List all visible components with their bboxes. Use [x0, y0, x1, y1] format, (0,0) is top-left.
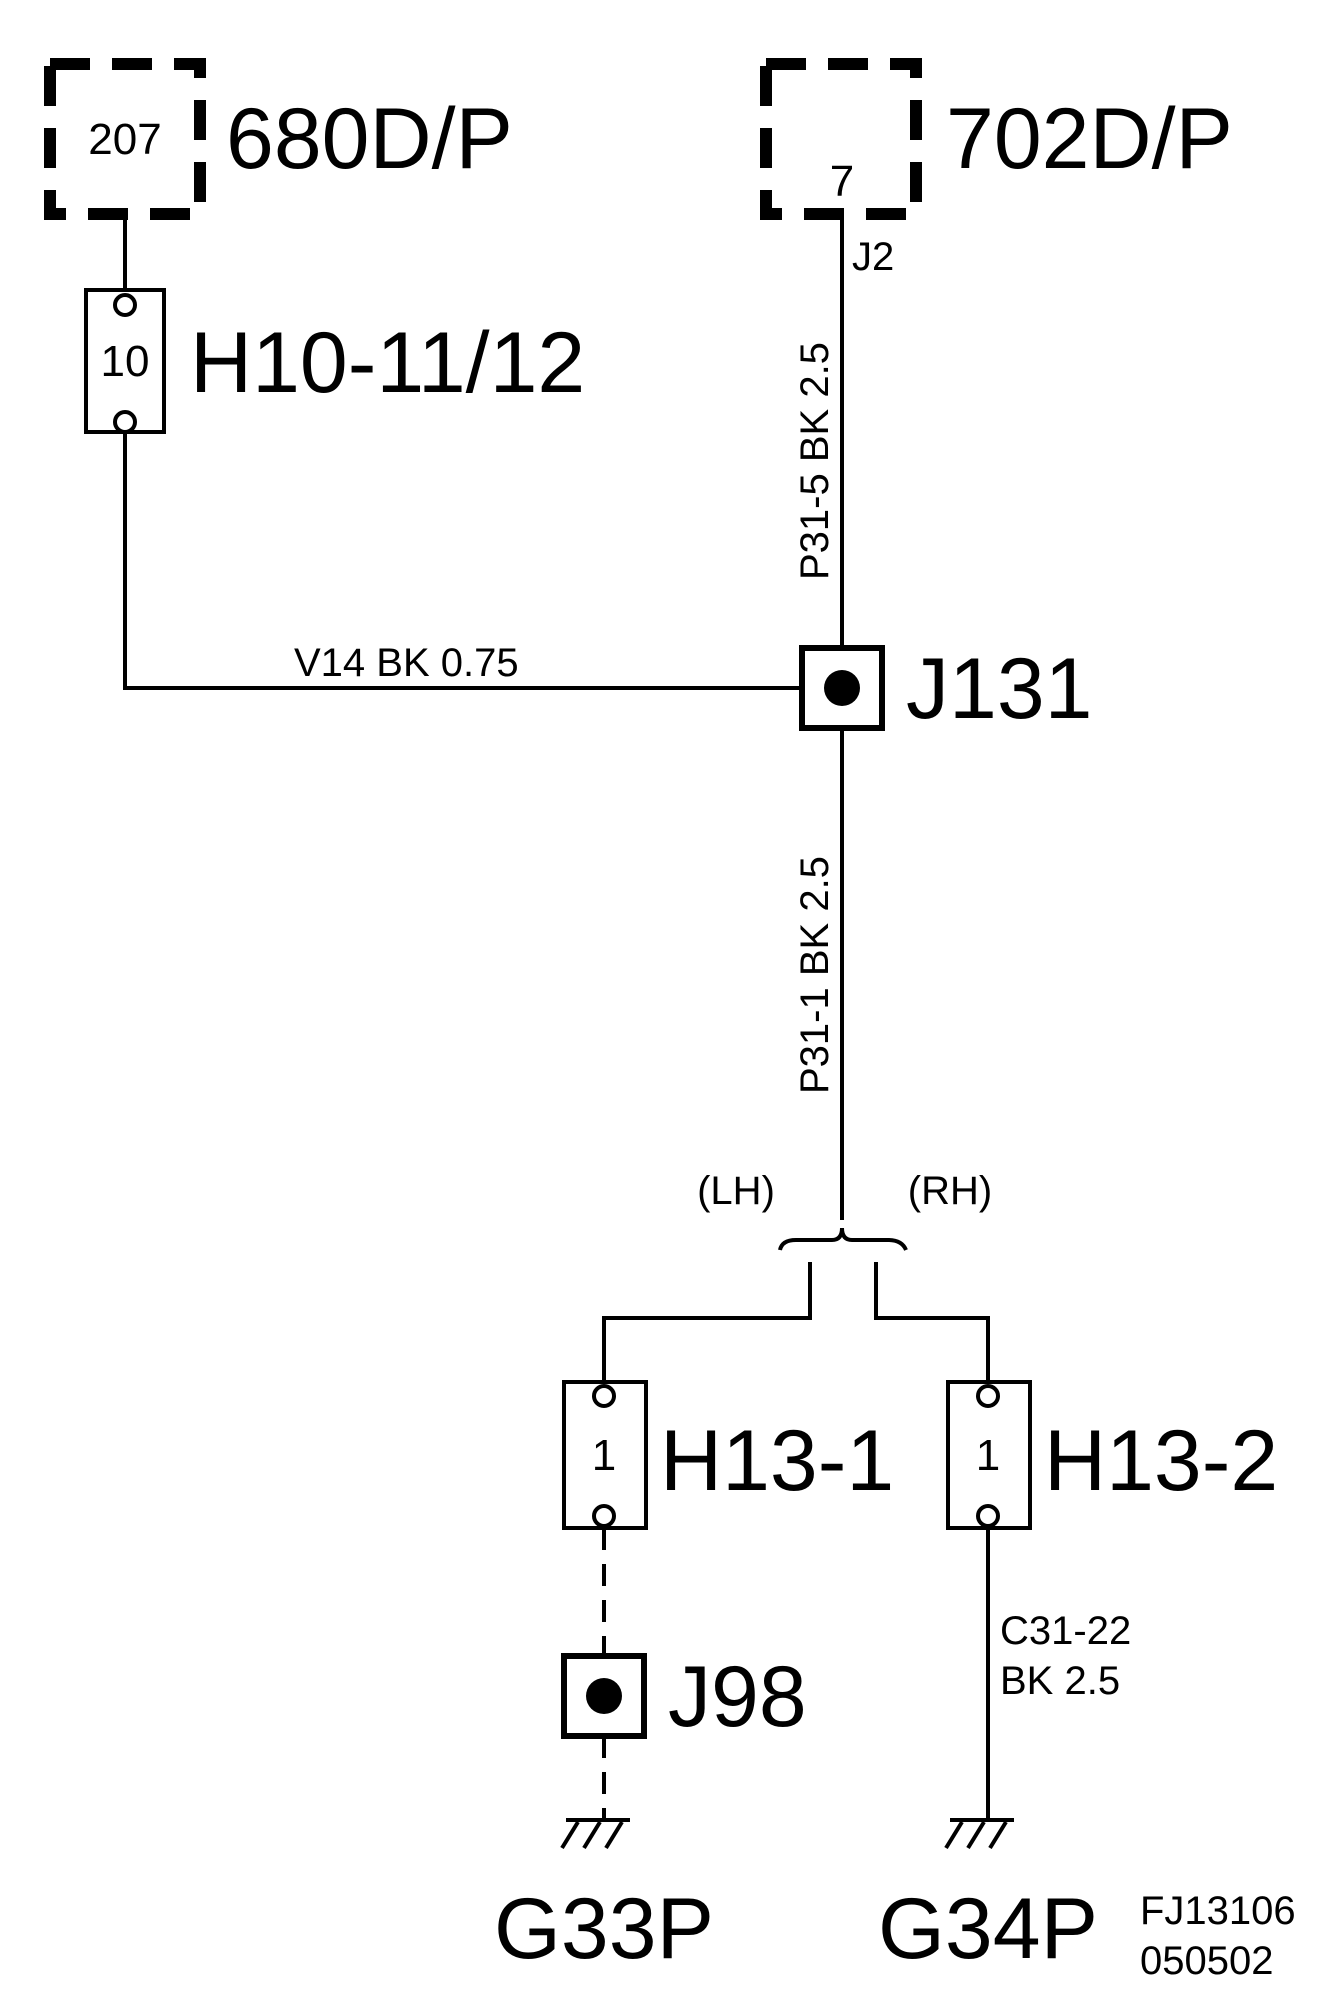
- splice-j98-label: J98: [668, 1649, 807, 1745]
- ground-g33p-hatch-1: [560, 1820, 580, 1850]
- connector-h13-1-label: H13-1: [660, 1413, 894, 1509]
- connector-680dp: 207 680D/P: [44, 58, 513, 220]
- splice-j131-box: [799, 645, 885, 731]
- connector-h10-label: H10-11/12: [190, 315, 585, 411]
- connector-702dp-pin: 7: [830, 157, 854, 206]
- connector-h10: 10 H10-11/12: [84, 288, 585, 434]
- branch-brace: [778, 1227, 908, 1251]
- ground-g34p-hatch-1: [944, 1820, 964, 1850]
- wire-c31-22-line1: C31-22: [1000, 1609, 1131, 1653]
- ground-g34p: G34P: [878, 1818, 1098, 1977]
- connector-702dp-label: 702D/P: [946, 91, 1233, 187]
- splice-j98: J98: [561, 1649, 807, 1745]
- wire-p31-5-label: P31-5 BK 2.5: [793, 342, 837, 580]
- connector-702dp-terminal: J2: [852, 235, 894, 279]
- connector-680dp-pin: 207: [88, 115, 161, 164]
- ground-g34p-hatch-3: [988, 1820, 1008, 1850]
- wire-c31-22-line2: BK 2.5: [1000, 1659, 1120, 1703]
- figure-date: 050502: [1140, 1939, 1273, 1983]
- branch-lh-label: (LH): [697, 1169, 775, 1213]
- splice-j131-dot: [824, 670, 860, 706]
- ground-g33p-label: G33P: [494, 1881, 714, 1977]
- connector-h13-2-pin: 1: [976, 1431, 1000, 1480]
- connector-h13-2: 1 H13-2: [946, 1380, 1278, 1530]
- wire-branch-rh: [874, 1262, 990, 1382]
- connector-h13-2-label: H13-2: [1044, 1413, 1278, 1509]
- connector-h13-1-bottom-pin: [592, 1504, 616, 1528]
- ground-g34p-hatch-2: [966, 1820, 986, 1850]
- splice-j131-label: J131: [906, 641, 1093, 737]
- connector-h13-2-bottom-pin: [976, 1504, 1000, 1528]
- ground-g34p-label: G34P: [878, 1881, 1098, 1977]
- splice-j131: J131: [799, 641, 1093, 737]
- ground-g33p: G33P: [494, 1818, 714, 1977]
- wire-branch-lh: [602, 1262, 812, 1382]
- connector-h10-top-pin: [113, 293, 137, 317]
- connector-h10-bottom-pin: [113, 410, 137, 434]
- branch-split: (LH) (RH): [602, 1169, 992, 1382]
- figure-code: FJ13106: [1140, 1889, 1296, 1933]
- splice-j98-dot: [586, 1678, 622, 1714]
- connector-680dp-label: 680D/P: [226, 91, 513, 187]
- ground-g33p-hatch-3: [604, 1820, 624, 1850]
- wire-v14-label: V14 BK 0.75: [294, 641, 519, 685]
- wire-v14: [123, 432, 808, 690]
- connector-702dp: 7 702D/P J2: [760, 58, 1233, 279]
- connector-h10-pin: 10: [101, 337, 150, 386]
- connector-h13-2-top-pin: [976, 1384, 1000, 1408]
- ground-g33p-hatch-2: [582, 1820, 602, 1850]
- connector-h13-1-top-pin: [592, 1384, 616, 1408]
- connector-h13-1: 1 H13-1: [562, 1380, 894, 1530]
- connector-h13-1-pin: 1: [592, 1431, 616, 1480]
- branch-rh-label: (RH): [908, 1169, 992, 1213]
- wire-p31-1-label: P31-1 BK 2.5: [793, 856, 837, 1094]
